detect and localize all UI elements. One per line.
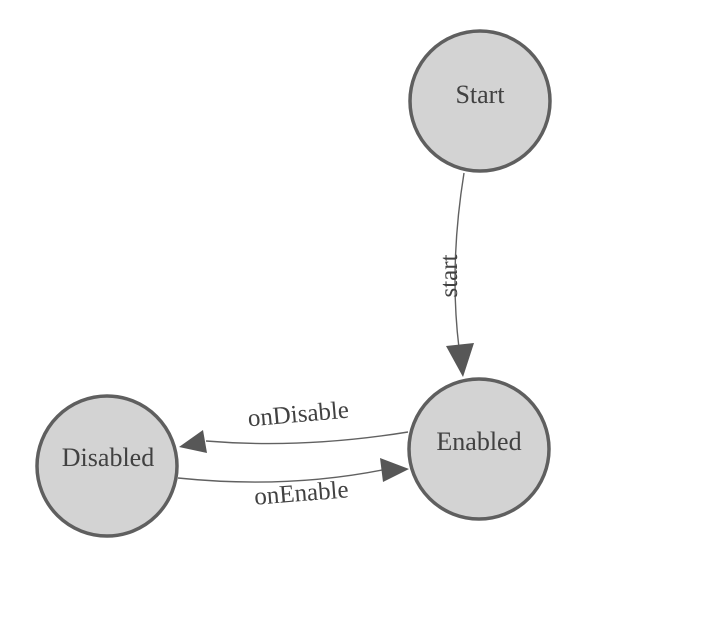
- edge-enabled-to-disabled: [205, 431, 409, 445]
- state-node-start-label: Start: [455, 80, 505, 109]
- arrowhead-disabled-to-enabled: [380, 458, 409, 482]
- edge-label-ondisable: onDisable: [247, 397, 350, 433]
- edge-label-start: start: [436, 254, 463, 297]
- state-node-enabled: [407, 377, 551, 521]
- arrowhead-start-to-enabled: [446, 343, 474, 377]
- edge-start-to-enabled: [454, 172, 465, 349]
- arrowhead-enabled-to-disabled: [179, 430, 207, 453]
- state-node-disabled-label: Disabled: [62, 443, 154, 472]
- state-node-disabled: [35, 394, 179, 538]
- edge-disabled-to-enabled: [177, 469, 383, 483]
- state-node-start: [408, 29, 552, 173]
- state-node-enabled-label: Enabled: [436, 427, 521, 456]
